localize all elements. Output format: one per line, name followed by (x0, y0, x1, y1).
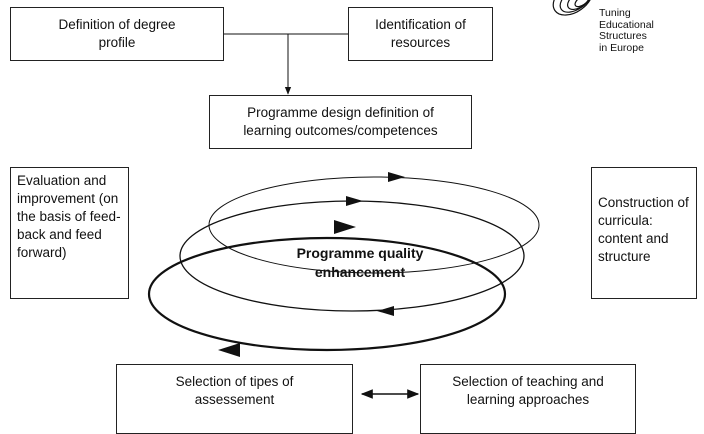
box-teaching-label: Selection of teaching and learning appro… (452, 374, 604, 407)
center-label: Programme quality enhancement (296, 245, 424, 280)
loop-bottom (147, 236, 507, 352)
tuning-logo-icon (552, 0, 594, 16)
box-programme-design: Programme design definition of learning … (209, 95, 472, 149)
box-curricula-label: Construction of curricula: content and s… (598, 195, 689, 264)
box-degree-profile-label: Definition of degree profile (58, 17, 176, 50)
box-teaching: Selection of teaching and learning appro… (420, 364, 636, 434)
box-curricula: Construction of curricula: content and s… (591, 167, 697, 299)
logo-text: Tuning Educational Structures in Europe (599, 7, 654, 54)
loop-middle-bottom-arrowhead (377, 306, 394, 316)
box-evaluation-label: Evaluation and improvement (on the basis… (17, 173, 121, 260)
loop-arrowheads (218, 172, 405, 357)
loop-top-arrowhead (388, 172, 405, 182)
loop-bottom-top-arrowhead (334, 220, 356, 234)
box-assessment-label: Selection of tipes of assessement (175, 374, 294, 407)
box-programme-design-label: Programme design definition of learning … (243, 105, 438, 138)
box-evaluation: Evaluation and improvement (on the basis… (10, 167, 129, 299)
box-resources: Identification of resources (348, 7, 493, 61)
loop-middle-top-arrowhead (346, 196, 363, 206)
loop-bottom-bottom-arrowhead (218, 343, 240, 357)
box-assessment: Selection of tipes of assessement (116, 364, 353, 434)
box-degree-profile: Definition of degree profile (10, 7, 224, 61)
box-resources-label: Identification of resources (375, 17, 466, 50)
diagram-connectors (147, 0, 594, 399)
